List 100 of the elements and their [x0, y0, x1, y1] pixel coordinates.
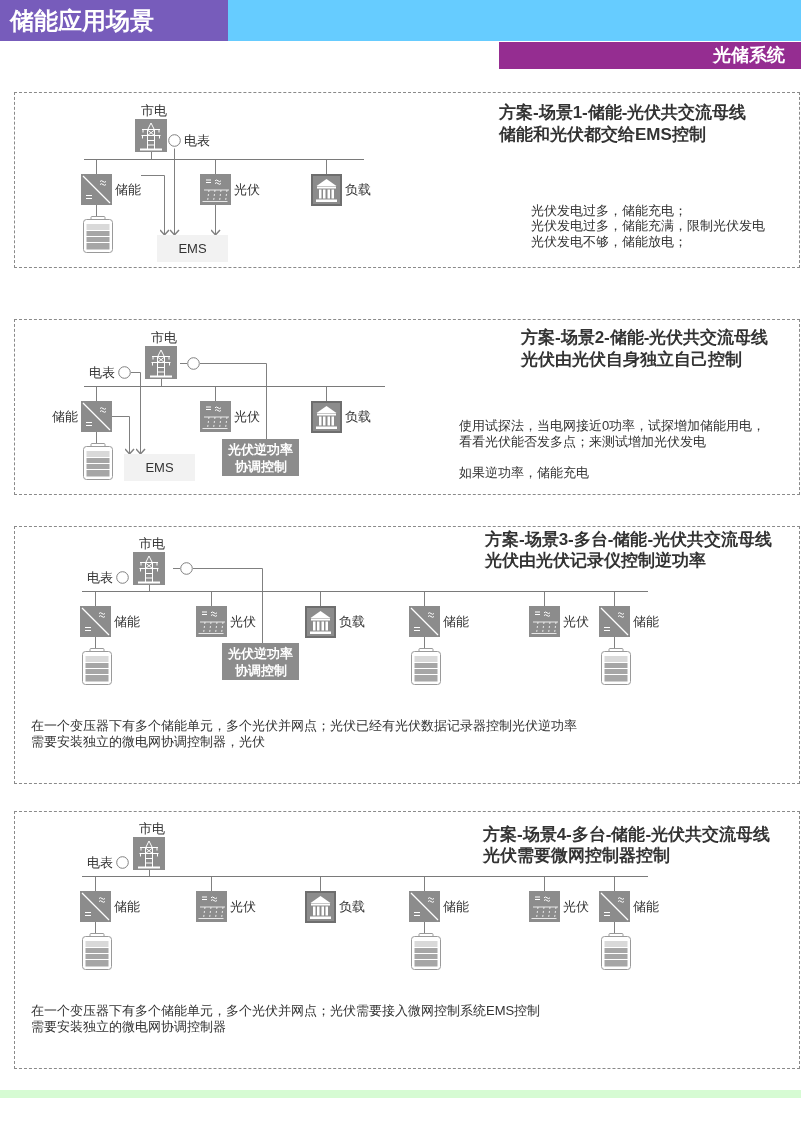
scenario-title: 方案-场景3-多台-储能-光伏共交流母线 [485, 529, 773, 550]
device-label: 电表 [87, 854, 113, 871]
note-text: 在一个变压器下有多个储能单元，多个光伏并网点；光伏需要接入微网控制系统EMS控制 [31, 1003, 541, 1019]
connector-line [211, 876, 212, 892]
connector-line [614, 876, 615, 892]
device-label: 储能 [443, 613, 469, 630]
note-text: 光伏发电过多，储能充满，限制光伏发电 [531, 218, 765, 234]
battery-icon [600, 933, 632, 970]
note-text: 在一个变压器下有多个储能单元，多个光伏并网点；光伏已经有光伏数据记录器控制光伏逆功率 [31, 718, 577, 734]
connector-line [424, 876, 425, 892]
scenario-title: 光伏由光伏记录仪控制逆功率 [485, 550, 706, 571]
battery-icon [82, 216, 114, 253]
device-label: 储能 [115, 181, 141, 198]
scenario-title: 光伏需要微网控制器控制 [483, 845, 670, 866]
device-label: 光伏 [230, 613, 256, 630]
battery-icon [82, 443, 114, 480]
meter-icon [173, 562, 193, 575]
connector-line [96, 386, 97, 402]
connector-line [320, 591, 321, 607]
connector-line [614, 921, 615, 934]
scenario-title: 光伏由光伏自身独立自己控制 [521, 349, 742, 370]
bus-line [84, 159, 364, 160]
connector-line [424, 636, 425, 649]
scenario-panel [14, 811, 800, 1069]
meter-icon [180, 357, 200, 370]
connector-line [96, 204, 97, 217]
page-title: 储能应用场景 [0, 0, 228, 41]
connector-line [95, 591, 96, 607]
connector-line [95, 636, 96, 649]
connector-line [96, 159, 97, 175]
device-label: 市电 [139, 536, 165, 552]
controller-box: 光伏逆功率协调控制 [222, 439, 299, 476]
scenario-title: 储能和光伏都交给EMS控制 [499, 124, 706, 145]
arrow [140, 175, 170, 236]
device-label: 储能 [443, 898, 469, 915]
device-label: 光伏 [234, 408, 260, 425]
connector-line [161, 378, 162, 387]
device-label: 市电 [141, 103, 167, 119]
scenario-title: 方案-场景4-多台-储能-光伏共交流母线 [483, 824, 771, 845]
connector-line [95, 876, 96, 892]
connector-line [199, 363, 267, 440]
connector-line [149, 584, 150, 592]
section-tag: 光储系统 [499, 42, 801, 69]
device-label: 储能 [52, 408, 78, 425]
arrow [111, 416, 135, 455]
controller-box: EMS [157, 235, 228, 262]
note-text: 需要安装独立的微电网协调控制器，光伏 [31, 734, 265, 750]
connector-line [614, 591, 615, 607]
bus-line [82, 876, 648, 877]
battery-icon [81, 648, 113, 685]
connector-line [544, 591, 545, 607]
connector-line [614, 636, 615, 649]
arrow [130, 372, 146, 455]
arrow [210, 204, 221, 236]
device-label: 光伏 [563, 898, 589, 915]
note-text: 如果逆功率，储能充电 [459, 465, 589, 481]
connector-line [320, 876, 321, 892]
device-label: 负载 [339, 614, 365, 630]
note-text: 使用试探法，当电网接近0功率，试探增加储能用电，看看光伏能否发多点；来测试增加光伏发电 [459, 418, 767, 450]
device-label: 储能 [633, 898, 659, 915]
device-label: 光伏 [234, 181, 260, 198]
battery-icon [410, 648, 442, 685]
device-label: 光伏 [230, 898, 256, 915]
connector-line [215, 386, 216, 402]
device-label: 光伏 [563, 613, 589, 630]
device-label: 负载 [345, 409, 371, 425]
connector-line [424, 591, 425, 607]
device-label: 负载 [339, 899, 365, 915]
device-label: 储能 [114, 898, 140, 915]
note-text: 光伏发电过多，储能充电； [531, 203, 687, 219]
battery-icon [600, 648, 632, 685]
scenario-title: 方案-场景1-储能-光伏共交流母线 [499, 102, 747, 123]
connector-line [95, 921, 96, 934]
device-label: 电表 [184, 132, 210, 149]
device-label: 市电 [139, 821, 165, 837]
scenario-title: 方案-场景2-储能-光伏共交流母线 [521, 327, 769, 348]
device-label: 电表 [89, 364, 115, 381]
connector-line [149, 869, 150, 877]
note-text: 需要安装独立的微电网协调控制器 [31, 1019, 226, 1035]
scenario-panel [14, 92, 800, 268]
device-label: 市电 [151, 330, 177, 346]
connector-line [151, 151, 152, 160]
scenario-panel [14, 526, 800, 784]
device-label: 储能 [633, 613, 659, 630]
connector-line [424, 921, 425, 934]
connector-line [192, 568, 263, 644]
battery-icon [410, 933, 442, 970]
battery-icon [81, 933, 113, 970]
connector-line [96, 431, 97, 444]
device-label: 负载 [345, 182, 371, 198]
device-label: 电表 [87, 569, 113, 586]
note-text: 光伏发电不够，储能放电； [531, 234, 687, 250]
controller-box: EMS [124, 454, 195, 481]
device-label: 储能 [114, 613, 140, 630]
controller-box: 光伏逆功率协调控制 [222, 643, 299, 680]
bus-line [82, 591, 648, 592]
bus-line [84, 386, 385, 387]
connector-line [211, 591, 212, 607]
connector-line [544, 876, 545, 892]
scenario-panel [14, 319, 800, 495]
